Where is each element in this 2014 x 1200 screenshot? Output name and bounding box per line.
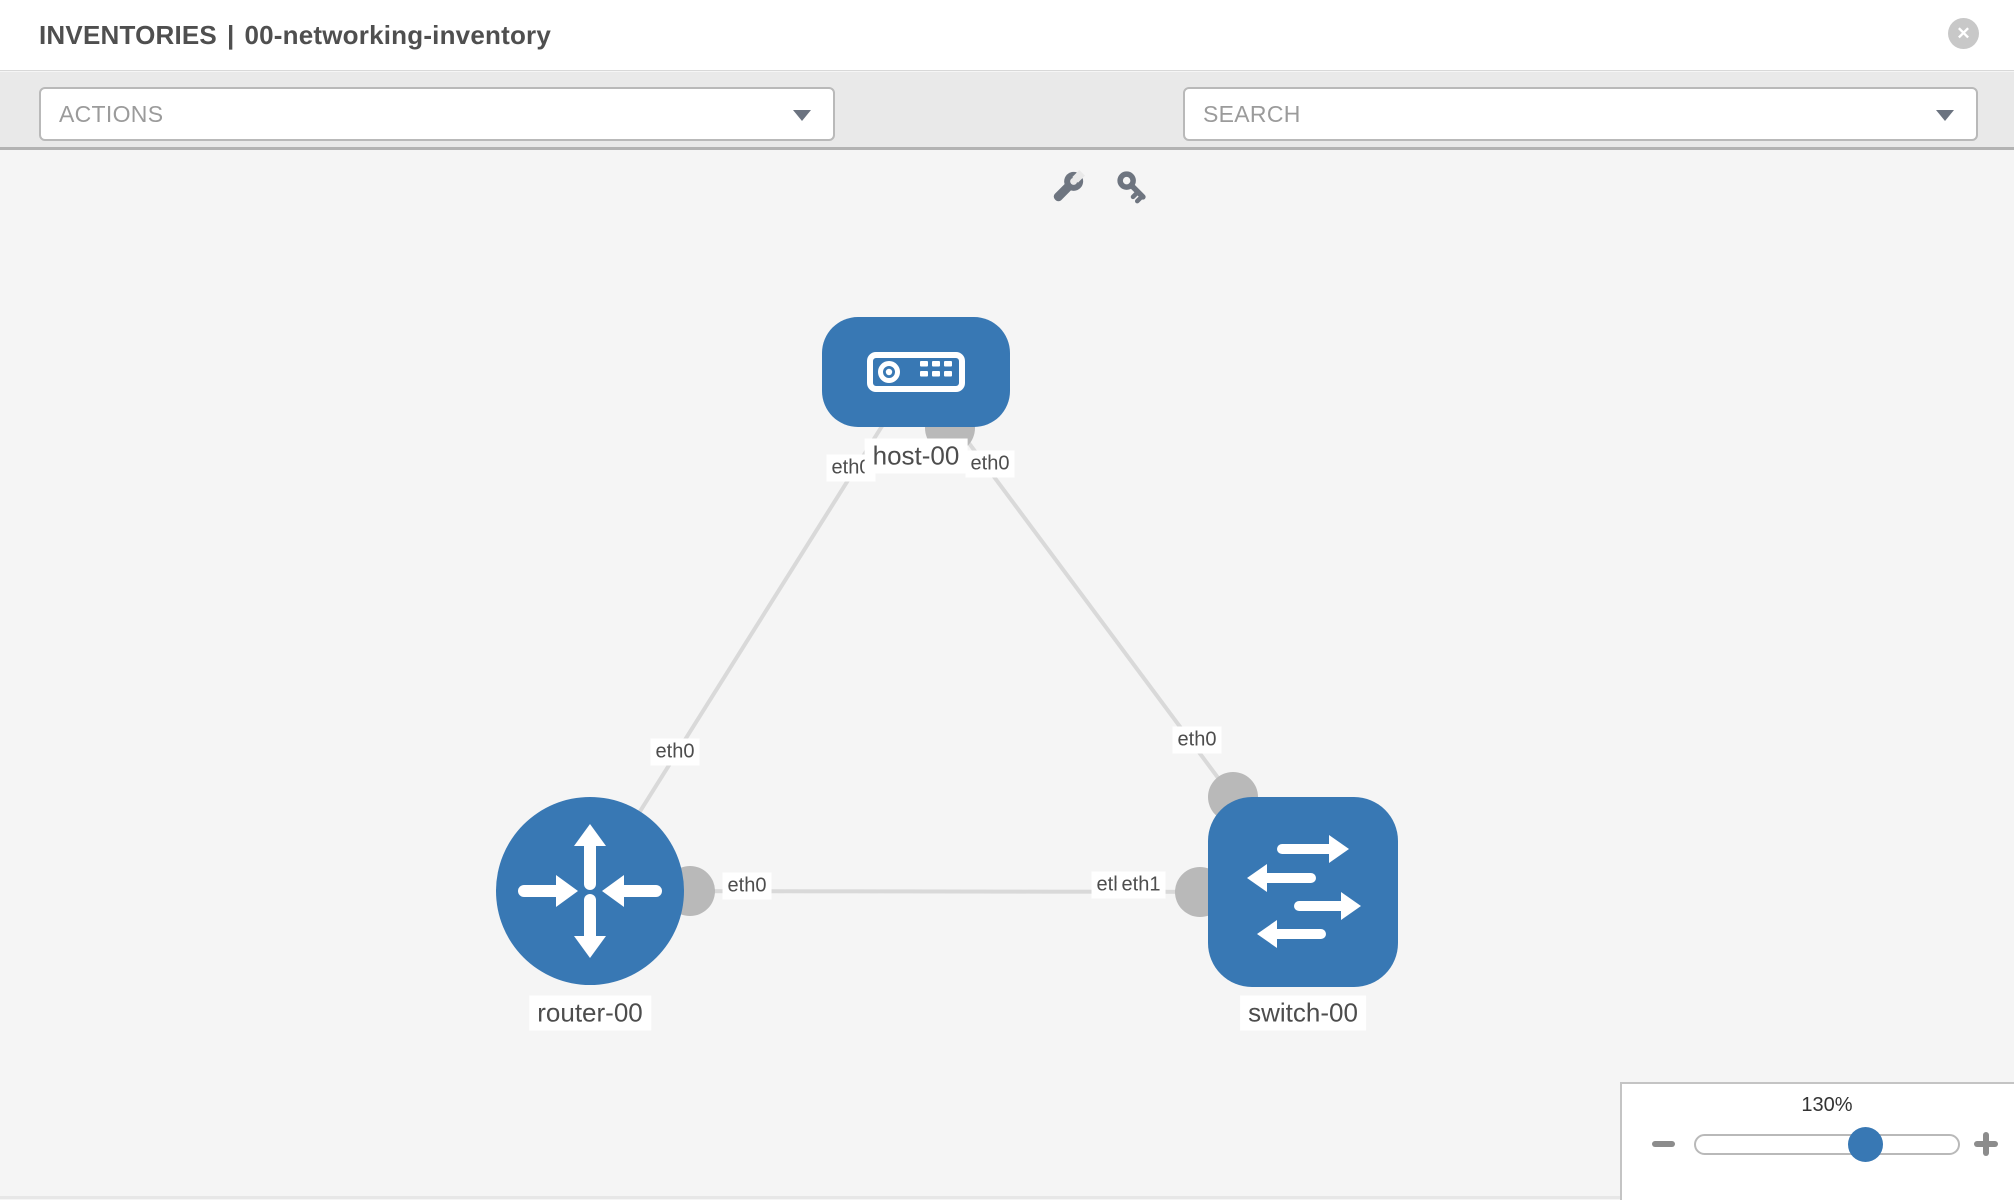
toolbar: ACTIONS SEARCH: [0, 72, 2014, 204]
node-switch-00[interactable]: [1208, 797, 1398, 987]
search-dropdown-label: SEARCH: [1203, 101, 1301, 127]
zoom-slider-track[interactable]: [1694, 1134, 1960, 1155]
zoom-percent-value: 130%: [1801, 1094, 1853, 1116]
router-icon: [518, 824, 662, 958]
page-title: INVENTORIES | 00-networking-inventory: [39, 20, 551, 51]
node-router-00[interactable]: [496, 797, 684, 985]
wrench-icon[interactable]: [1048, 167, 1088, 207]
actions-dropdown[interactable]: ACTIONS: [39, 87, 835, 141]
page-header: INVENTORIES | 00-networking-inventory ✕: [0, 0, 2014, 71]
close-icon[interactable]: ✕: [1948, 18, 1979, 49]
key-icon[interactable]: [1113, 167, 1153, 207]
zoom-in-plus-icon[interactable]: [1974, 1132, 1998, 1156]
node-host-00[interactable]: [822, 317, 1010, 427]
zoom-out-minus-icon[interactable]: [1652, 1141, 1675, 1147]
switch-icon: [1247, 835, 1361, 948]
breadcrumb-section: INVENTORIES: [39, 19, 217, 50]
zoom-control-panel: 130%: [1620, 1082, 2014, 1200]
search-dropdown[interactable]: SEARCH: [1183, 87, 1978, 141]
chevron-down-icon: [1936, 110, 1954, 121]
canvas-edge-line: [0, 1196, 1620, 1199]
host-icon: [867, 352, 965, 392]
chevron-down-icon: [793, 110, 811, 121]
breadcrumb-separator: |: [226, 19, 235, 50]
zoom-slider-knob[interactable]: [1848, 1127, 1883, 1162]
inventory-name: 00-networking-inventory: [244, 19, 552, 50]
actions-dropdown-label: ACTIONS: [59, 101, 164, 127]
